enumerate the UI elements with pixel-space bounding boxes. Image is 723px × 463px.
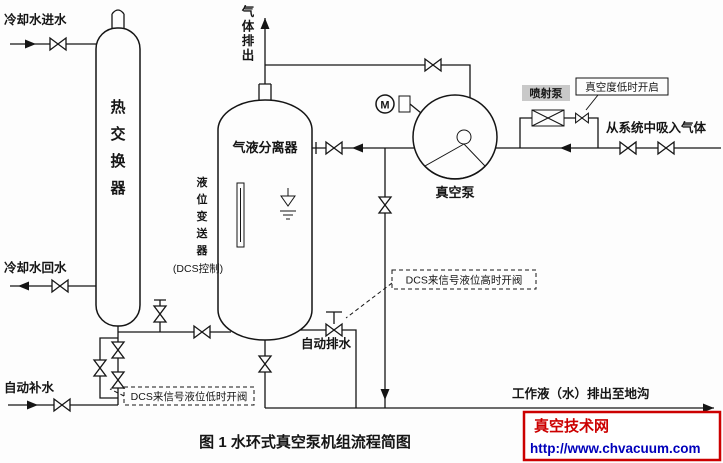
vacuum-low-box <box>575 77 669 96</box>
motor-box-icon <box>398 95 411 113</box>
valve-icon-suction-2 <box>657 141 675 155</box>
vacuum-low-open-label: 真空度低时开启 <box>585 81 659 94</box>
valves <box>49 37 675 412</box>
vacuum-pump-label: 真空泵 <box>435 185 474 200</box>
level-gauge <box>236 182 245 248</box>
dcs-low-leader-line <box>109 388 125 397</box>
auto-drain-label: 自动排水 <box>301 336 352 351</box>
separator-vessel <box>217 99 313 341</box>
working-liquid-out-label: 工作液（水）排出至地沟 <box>512 386 650 401</box>
arrow-icon-suction <box>560 143 571 153</box>
valve-icon-hx-down-1 <box>111 341 125 359</box>
ejector-label: 喷射泵 <box>530 86 563 100</box>
auto-makeup-label: 自动补水 <box>4 380 55 395</box>
ejector-icon <box>531 109 565 127</box>
valve-icon-makeup <box>53 398 71 412</box>
valve-icon-working-line <box>193 325 211 339</box>
watermark-box <box>522 410 722 462</box>
valve-icon-suction-1 <box>619 141 637 155</box>
valve-icon-cooling-out <box>51 279 69 293</box>
separator-top-nozzle <box>258 83 272 100</box>
valve-icon-separator-bottom <box>258 355 272 373</box>
pump-hub-icon <box>456 129 472 145</box>
valve-icon-auto-drain <box>325 323 343 337</box>
cooling-inlet-label: 冷却水进水 <box>4 12 67 27</box>
dcs-control-label: (DCS控制) <box>173 262 223 275</box>
arrow-icon-cooling-in <box>25 39 36 49</box>
watermark-site-name: 真空技术网 <box>534 417 609 435</box>
valve-icon-discharge <box>325 141 343 155</box>
liquid-level-icon <box>280 188 296 220</box>
motor-label: M <box>380 100 389 112</box>
arrow-icon-pump-drain <box>380 389 390 400</box>
watermark: 真空技术网 http://www.chvacuum.com <box>522 410 722 462</box>
labels: 冷却水进水 冷却水回水 自动补水 热交换器 气液分离器 液位变送器 (DCS控制… <box>4 4 707 451</box>
dcs-low-label: DCS来信号液位低时开阀 <box>131 390 248 403</box>
dcs-high-leader-line <box>345 282 393 319</box>
arrow-icon-discharge <box>352 143 363 153</box>
hx-top-nozzle <box>111 9 125 28</box>
motor-icon <box>375 94 395 114</box>
cooling-return-label: 冷却水回水 <box>4 260 67 275</box>
figure-title: 图 1 水环式真空泵机组流程简图 <box>199 433 411 451</box>
arrow-icon-makeup <box>27 400 38 410</box>
arrow-icon-vent <box>260 18 270 29</box>
valve-icon-stub <box>153 305 167 323</box>
drain-valve-actuator <box>326 311 342 324</box>
separator-label: 气液分离器 <box>232 140 298 155</box>
ejector-label-bg <box>522 85 570 101</box>
ejector-cross-icon <box>531 109 565 127</box>
heat-exchanger-label: 热交换器 <box>109 98 126 197</box>
ejector-leader-line <box>585 94 599 111</box>
valve-icon-hx-down-2 <box>111 371 125 389</box>
suction-label: 从系统中吸入气体 <box>606 120 707 135</box>
arrow-icon-cooling-out <box>18 281 29 291</box>
annotation-boxes <box>123 77 669 406</box>
level-transmitter-label: 液位变送器 <box>196 175 209 257</box>
gas-out-label: 气体排出 <box>241 4 255 63</box>
piping <box>8 9 721 409</box>
valve-icon-cooling-in <box>49 37 67 51</box>
dcs-high-label: DCS来信号液位高时开阀 <box>406 274 523 287</box>
heat-exchanger-vessel <box>95 27 141 327</box>
dcs-high-box <box>391 269 537 290</box>
valve-icon-hx-bypass <box>93 359 107 377</box>
dcs-low-box <box>123 386 255 406</box>
valve-icon-vent-header <box>424 58 442 72</box>
valve-icon-ejector-line <box>575 112 589 124</box>
valve-icon-pump-drain <box>378 196 392 214</box>
pump-impeller-icon <box>424 143 486 180</box>
equipment <box>95 27 565 341</box>
top-header-pipe <box>265 64 471 98</box>
watermark-url: http://www.chvacuum.com <box>530 441 701 456</box>
auto-drain-pipe <box>300 329 357 408</box>
motor-link-line <box>409 103 422 114</box>
